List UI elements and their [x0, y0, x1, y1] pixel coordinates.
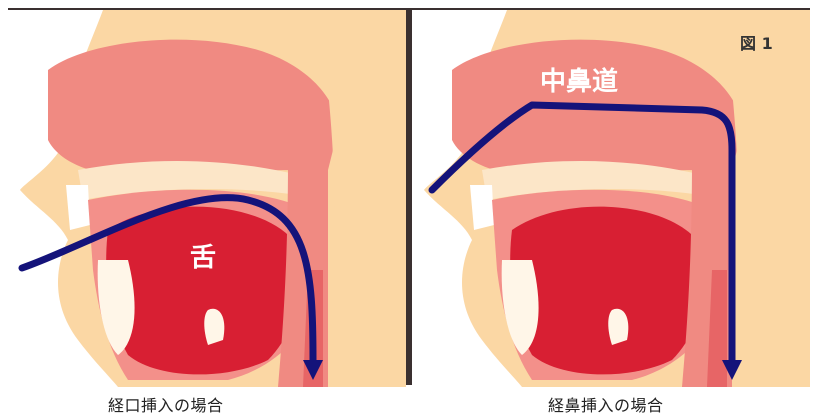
hyoid-bone: [608, 309, 628, 345]
nasal-insertion-caption: 経鼻挿入の場合: [548, 392, 664, 416]
tongue: [106, 207, 300, 375]
upper-teeth: [66, 185, 90, 230]
upper-teeth: [470, 185, 494, 230]
nasal-insertion-panel: 中鼻道: [412, 10, 810, 387]
oral-insertion-caption: 経口挿入の場合: [108, 392, 224, 416]
neck-back: [328, 90, 406, 387]
tongue-label: 舌: [190, 243, 216, 273]
neck-back: [732, 90, 810, 387]
nasal-anatomy-illustration: 中鼻道: [412, 10, 810, 387]
figure-label: 図 1: [740, 30, 773, 54]
oral-insertion-panel: 舌: [8, 10, 406, 387]
hyoid-bone: [204, 309, 224, 345]
oral-anatomy-illustration: 舌: [8, 10, 406, 387]
tongue: [510, 207, 704, 375]
middle-meatus-label: 中鼻道: [540, 66, 618, 97]
